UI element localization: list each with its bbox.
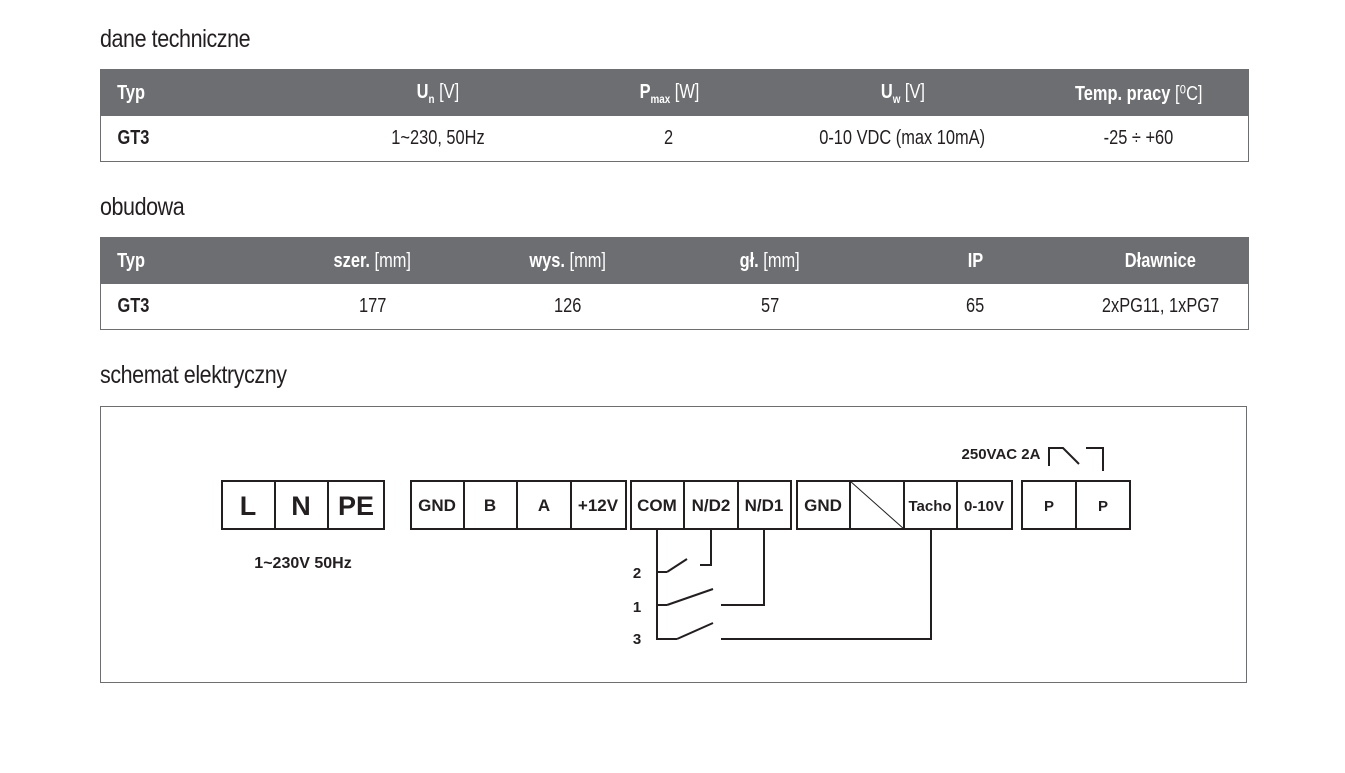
header-uw: Uw [V] <box>775 69 1030 116</box>
switch-number-label: 2 <box>633 565 641 582</box>
cell-gl: 57 <box>661 284 879 330</box>
header-typ: Typ <box>100 69 314 116</box>
power-terminal-label: L <box>240 491 257 521</box>
empty-terminal-slash <box>849 480 905 530</box>
bus-terminal-block <box>410 480 627 530</box>
cell-wys: 126 <box>474 284 662 330</box>
switch-2 <box>666 558 688 573</box>
table-header-row: Typ Un [V] Pmax [W] Uw [V] Temp. pracy [… <box>100 69 1249 116</box>
input-terminal-label: COM <box>637 496 677 515</box>
power-terminal-block <box>221 480 385 530</box>
switch-3 <box>676 622 714 640</box>
bus-terminal-label: GND <box>418 496 456 515</box>
com-rail <box>656 529 677 640</box>
cell-temp: -25 ÷ +60 <box>1029 116 1249 162</box>
housing-table: Typ szer. [mm] wys. [mm] gł. [mm] IP Dła… <box>100 237 1249 330</box>
wiring-diagram-svg: L N PE GND B A +12V COM N/D2 N/D1 GND Tacho 0-10V P P 2… <box>221 446 1131 648</box>
power-supply-label: 1~230V 50Hz <box>254 555 351 572</box>
power-terminal-label: PE <box>338 491 374 521</box>
bus-terminal-label: +12V <box>578 496 619 515</box>
header-szer: szer. [mm] <box>270 237 475 284</box>
bus-terminal-label: B <box>484 496 496 515</box>
signal-terminal-label: GND <box>804 496 842 515</box>
bus-terminal-label: A <box>538 496 550 515</box>
signal-terminal-label: Tacho <box>908 498 951 515</box>
header-wys: wys. [mm] <box>474 237 662 284</box>
power-terminal-label: N <box>291 491 311 521</box>
table-row: GT3 177 126 57 65 2xPG11, 1xPG7 <box>100 284 1249 330</box>
tech-specs-table: Typ Un [V] Pmax [W] Uw [V] Temp. pracy [… <box>100 69 1249 162</box>
section-title-housing: obudowa <box>100 193 185 221</box>
relay-rating-label: 250VAC 2A <box>962 446 1041 463</box>
switch-1 <box>666 588 714 606</box>
header-typ: Typ <box>100 237 271 284</box>
header-pmax: Pmax [W] <box>562 69 776 116</box>
relay-terminal-label: P <box>1098 498 1108 515</box>
table-row: GT3 1~230, 50Hz 2 0-10 VDC (max 10mA) -2… <box>100 116 1249 162</box>
header-ip: IP <box>878 237 1073 284</box>
header-temp: Temp. pracy [⁰C] <box>1029 69 1249 116</box>
cell-typ: GT3 <box>100 284 271 330</box>
header-gl: gł. [mm] <box>661 237 879 284</box>
cell-dlawnice: 2xPG11, 1xPG7 <box>1072 284 1249 330</box>
header-un: Un [V] <box>313 69 563 116</box>
relay-contact-symbol <box>1048 447 1080 466</box>
cell-szer: 177 <box>270 284 475 330</box>
table-header-row: Typ szer. [mm] wys. [mm] gł. [mm] IP Dła… <box>100 237 1249 284</box>
section-title-schematic: schemat elektryczny <box>100 361 287 389</box>
cell-typ: GT3 <box>100 116 314 162</box>
cell-pmax: 2 <box>562 116 776 162</box>
cell-ip: 65 <box>878 284 1073 330</box>
cell-uw: 0-10 VDC (max 10mA) <box>775 116 1030 162</box>
section-title-tech: dane techniczne <box>100 25 251 53</box>
input-terminal-label: N/D1 <box>745 496 784 515</box>
header-dlawnice: Dławnice <box>1072 237 1249 284</box>
switch-number-label: 3 <box>633 631 641 648</box>
wiring-diagram: L N PE GND B A +12V COM N/D2 N/D1 GND Tacho 0-10V P P 2… <box>100 406 1247 683</box>
signal-terminal-label: 0-10V <box>964 498 1004 515</box>
relay-terminal-label: P <box>1044 498 1054 515</box>
cell-un: 1~230, 50Hz <box>313 116 563 162</box>
input-terminal-label: N/D2 <box>692 496 731 515</box>
switch-number-label: 1 <box>633 599 641 616</box>
